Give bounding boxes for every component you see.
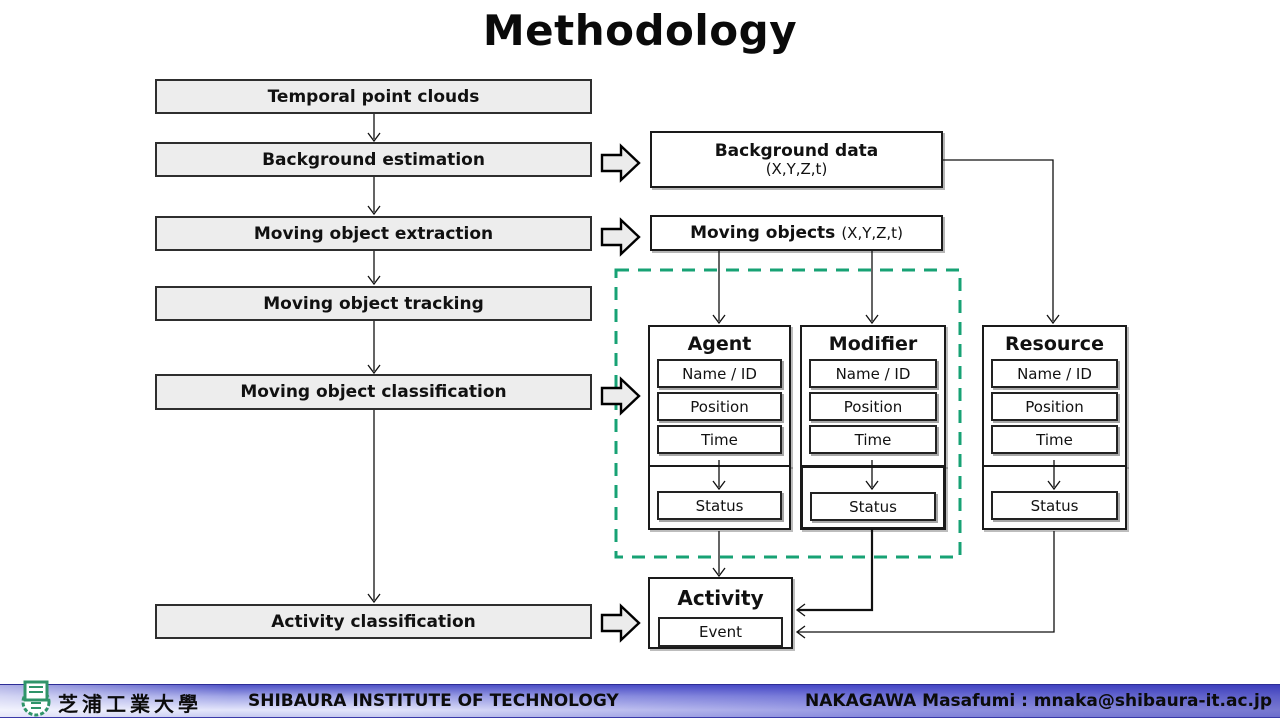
entity-status-section: Status [982, 465, 1127, 530]
entity-card-modifier: Modifier Name / ID Position Time Status [800, 325, 946, 530]
university-name-jp: 芝浦工業大學 [58, 692, 202, 716]
entity-status-section: Status [800, 465, 946, 530]
entity-field-name-id: Name / ID [657, 359, 782, 388]
entity-field-name-id: Name / ID [809, 359, 937, 388]
entity-title: Resource [1005, 333, 1104, 355]
entity-field-time: Time [991, 425, 1118, 454]
step-activity-classification: Activity classification [155, 604, 592, 639]
entity-card-agent: Agent Name / ID Position Time Status [648, 325, 791, 530]
background-data-subtitle: (X,Y,Z,t) [765, 160, 828, 178]
step-temporal-point-clouds: Temporal point clouds [155, 79, 592, 114]
footer-bar [0, 684, 1280, 718]
activity-event-field: Event [658, 617, 783, 647]
block-arrow-icon [600, 143, 641, 183]
step-label: Moving object tracking [263, 293, 484, 314]
flow-arrows [367, 114, 381, 604]
moving-objects-box: Moving objects (X,Y,Z,t) [650, 215, 943, 251]
university-logo-icon [21, 680, 51, 717]
entity-status-section: Status [648, 465, 791, 530]
entity-field-time: Time [809, 425, 937, 454]
block-arrow-icon [600, 603, 641, 643]
entity-main-section: Modifier Name / ID Position Time [800, 325, 946, 467]
background-data-title: Background data [714, 141, 879, 161]
contact-info: NAKAGAWA Masafumi : mnaka@shibaura-it.ac… [805, 691, 1272, 711]
entity-field-position: Position [809, 392, 937, 421]
step-label: Moving object extraction [253, 223, 494, 244]
background-data-box: Background data (X,Y,Z,t) [650, 131, 943, 188]
entity-title: Agent [687, 333, 752, 355]
moving-objects-title: Moving objects [690, 223, 836, 243]
moving-objects-suffix: (X,Y,Z,t) [841, 224, 903, 242]
step-moving-object-classification: Moving object classification [155, 374, 592, 410]
background-data-to-resource-connector [943, 159, 1060, 325]
step-background-estimation: Background estimation [155, 142, 592, 177]
moving-objects-connectors [712, 251, 879, 325]
step-label: Background estimation [262, 149, 485, 170]
activity-box: Activity Event [648, 577, 793, 649]
entity-field-status: Status [657, 491, 782, 520]
step-label: Temporal point clouds [267, 86, 480, 107]
block-arrow-icon [600, 376, 641, 416]
entity-field-time: Time [657, 425, 782, 454]
entity-main-section: Resource Name / ID Position Time [982, 325, 1127, 467]
step-label: Activity classification [271, 611, 476, 632]
block-arrow-icons [600, 143, 641, 643]
university-name-en: SHIBAURA INSTITUTE OF TECHNOLOGY [248, 691, 619, 711]
entity-field-name-id: Name / ID [991, 359, 1118, 388]
entity-field-status: Status [810, 492, 936, 521]
entity-field-status: Status [991, 491, 1118, 520]
step-moving-object-extraction: Moving object extraction [155, 216, 592, 251]
block-arrow-icon [600, 217, 641, 257]
entity-main-section: Agent Name / ID Position Time [648, 325, 791, 467]
entity-field-position: Position [991, 392, 1118, 421]
entity-card-resource: Resource Name / ID Position Time Status [982, 325, 1127, 530]
entity-title: Modifier [828, 333, 918, 355]
page-title: Methodology [482, 6, 798, 55]
entity-field-position: Position [657, 392, 782, 421]
activity-title: Activity [677, 586, 764, 610]
step-moving-object-tracking: Moving object tracking [155, 286, 592, 321]
step-label: Moving object classification [240, 382, 507, 402]
